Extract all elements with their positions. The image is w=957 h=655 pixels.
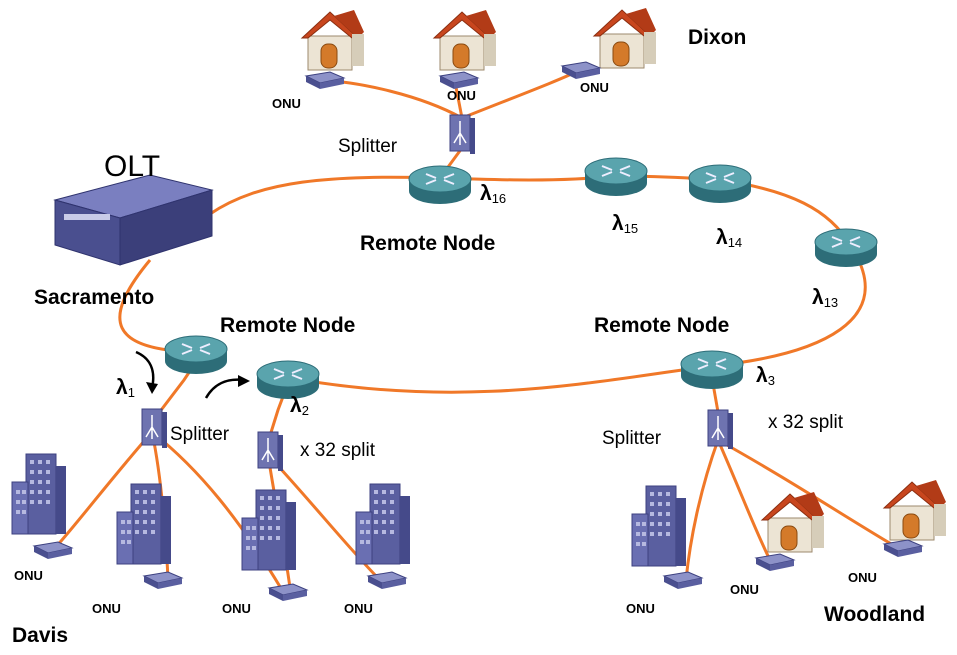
remote-node-l16-router-icon [408, 165, 472, 205]
arrowhead-l1-icon [146, 382, 158, 394]
dixon-label: Dixon [688, 26, 747, 49]
splitter-label-woodland: Splitter [602, 428, 662, 449]
onu-label: ONU [447, 88, 476, 103]
building-davis-3-icon [241, 489, 297, 571]
onu-label: ONU [222, 601, 251, 616]
house-woodland-1-icon [761, 491, 825, 553]
splitter-woodland-icon [707, 409, 734, 450]
onu-woodland-2-icon [755, 553, 795, 572]
lambda-15-label: λ15 [612, 212, 639, 236]
remote-node-label-right: Remote Node [594, 314, 730, 337]
onu-label: ONU [848, 570, 877, 585]
remote-node-label-top: Remote Node [360, 232, 496, 255]
onu-label: ONU [344, 601, 373, 616]
olt-label: OLT [104, 150, 161, 183]
house-dixon-2-icon [433, 9, 497, 71]
building-davis-2-icon [116, 483, 172, 565]
lambda-13-label: λ13 [812, 286, 839, 310]
lambda-14-label: λ14 [716, 226, 743, 250]
woodland-label: Woodland [824, 603, 926, 626]
arrowhead-l2-icon [238, 375, 250, 387]
onu-label: ONU [272, 96, 301, 111]
split-32-label-davis: x 32 split [300, 440, 375, 461]
remote-node-label-left: Remote Node [220, 314, 356, 337]
lambda-1-label: λ1 [116, 376, 135, 400]
fiber-olt-rn16 [209, 175, 441, 216]
fiber-rn3-rn2 [289, 364, 713, 394]
splitter-davis-32-icon [257, 431, 284, 472]
lambda-3-label: λ3 [756, 364, 775, 388]
split-32-label-woodland: x 32 split [768, 412, 843, 433]
onu-davis-2-icon [143, 571, 183, 590]
onu-label: ONU [14, 568, 43, 583]
house-dixon-3-icon [593, 7, 657, 69]
splitter-dixon-icon [449, 114, 476, 155]
lambda-16-label: λ16 [480, 182, 507, 206]
onu-label: ONU [580, 80, 609, 95]
onu-woodland-3-icon [883, 539, 923, 558]
building-davis-4-icon [355, 483, 411, 565]
davis-label: Davis [12, 624, 69, 647]
sacramento-label: Sacramento [34, 286, 155, 309]
fiber-l13-rn3 [711, 244, 867, 368]
router-l14-icon [688, 164, 752, 204]
onu-woodland-1-icon [663, 571, 703, 590]
remote-node-l2-router-icon [256, 360, 320, 400]
building-woodland-icon [631, 485, 687, 567]
remote-node-l1-router-icon [164, 335, 228, 375]
onu-dixon-2-icon [439, 71, 479, 90]
onu-dixon-1-icon [305, 71, 345, 90]
onu-davis-1-icon [33, 541, 73, 560]
splitter-davis-icon [141, 408, 168, 449]
building-davis-1-icon [11, 453, 67, 535]
splitter-label-dixon: Splitter [338, 136, 398, 157]
remote-node-l3-router-icon [680, 350, 744, 390]
arrow-l1 [135, 350, 155, 389]
olt-device [53, 174, 214, 266]
lambda-2-label: λ2 [290, 394, 309, 418]
house-dixon-1-icon [301, 9, 365, 71]
splitter-label-davis: Splitter [170, 424, 230, 445]
onu-label: ONU [626, 601, 655, 616]
onu-label: ONU [730, 582, 759, 597]
onu-label: ONU [92, 601, 121, 616]
router-l15-icon [584, 157, 648, 197]
onu-davis-3-icon [268, 583, 308, 602]
router-l13-icon [814, 228, 878, 268]
house-woodland-2-icon [883, 479, 947, 541]
onu-davis-4-icon [367, 571, 407, 590]
